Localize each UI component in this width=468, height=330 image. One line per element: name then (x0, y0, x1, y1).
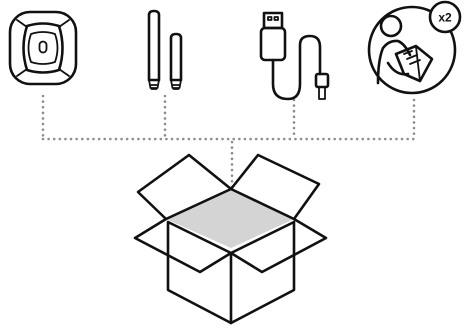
box-interior (166, 189, 294, 248)
quantity-badge-label: x2 (438, 11, 452, 25)
usb-cable-icon (259, 11, 330, 101)
quantity-badge (428, 0, 462, 34)
tracker-device-icon (8, 10, 78, 86)
antenna-pair-icon (147, 9, 183, 90)
open-box-icon (133, 153, 328, 325)
user-manual-icon: x2 (367, 0, 462, 95)
